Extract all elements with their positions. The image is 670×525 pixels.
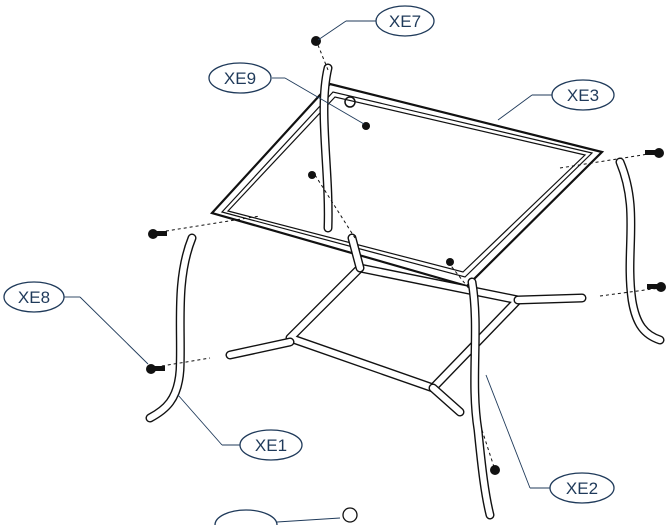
top-frame [209,82,605,288]
leg-right [615,157,665,345]
frame-nut-front [446,258,454,266]
callout-xe7-label: XE7 [389,12,421,31]
leg-nut-bottom [490,465,500,475]
callout-xe7: XE7 [375,5,435,37]
partial-washer [342,507,358,523]
callout-xe2-label: XE2 [566,479,598,498]
bolt-right-upper [645,148,664,158]
callout-leaders [64,20,552,489]
callout-partial-bottom [214,507,358,525]
base-frame [225,233,587,417]
callout-xe9-label: XE9 [224,69,256,88]
bolt-left-upper [148,229,167,239]
bracket-washer [344,96,356,108]
assembly-guides [149,44,661,471]
callout-xe8-label: XE8 [18,288,50,307]
bolt-left-lower [146,364,165,374]
callout-xe9: XE9 [208,62,272,94]
leg-back-left [319,63,333,233]
frame-nut-left [308,171,316,179]
callout-xe2: XE2 [549,472,615,504]
top-nut [311,36,321,46]
callout-xe3: XE3 [551,79,615,111]
callout-xe1-label: XE1 [255,436,287,455]
callout-xe3-label: XE3 [567,86,599,105]
hardware [146,36,666,475]
bolt-right-lower [647,282,666,292]
callout-xe1: XE1 [239,429,303,461]
leg-front-left [145,233,197,423]
callout-xe8: XE8 [3,281,65,313]
leg-front-right [467,277,495,520]
